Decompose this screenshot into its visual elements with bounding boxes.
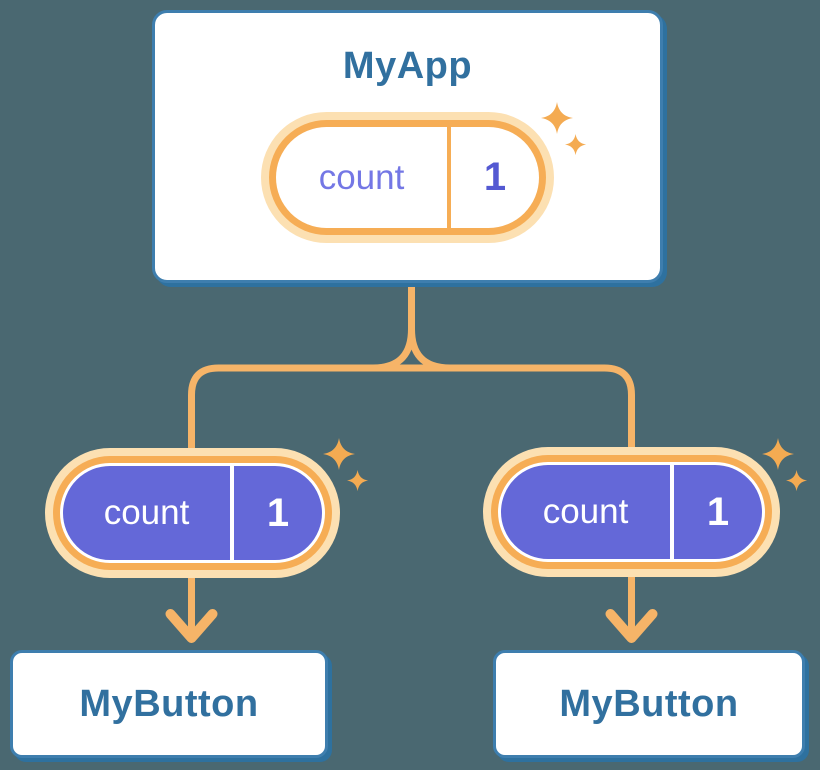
trunk-right-line xyxy=(408,284,451,372)
state-name-label: count xyxy=(318,157,405,197)
arrow-down-icon xyxy=(165,609,218,643)
child-component-title: MyButton xyxy=(79,682,259,725)
state-value: 1 xyxy=(266,490,290,535)
sparkle-icon xyxy=(541,102,587,156)
root-state-pill: count 1 xyxy=(261,112,554,243)
pill-divider xyxy=(447,127,451,228)
pill-ring: count 1 xyxy=(491,455,772,569)
pill-body: count 1 xyxy=(60,463,325,563)
root-component-title: MyApp xyxy=(342,45,473,87)
pill-body: count 1 xyxy=(276,127,539,228)
left-child-state-pill: count 1 xyxy=(45,448,340,578)
left-child-component-card: MyButton xyxy=(10,650,328,758)
pill-divider xyxy=(670,465,674,559)
branch-rail-line xyxy=(188,364,635,634)
state-value: 1 xyxy=(706,489,730,534)
sparkle-icon xyxy=(323,438,369,492)
sparkle-icon xyxy=(762,438,808,492)
state-name-label: count xyxy=(103,493,190,532)
root-component-card: MyApp count 1 xyxy=(152,10,663,283)
state-value: 1 xyxy=(483,155,507,199)
right-child-state-pill: count 1 xyxy=(483,447,780,577)
trunk-left-line xyxy=(372,284,415,372)
pill-body: count 1 xyxy=(498,462,765,562)
state-name-label: count xyxy=(542,492,629,531)
pill-ring: count 1 xyxy=(269,120,546,235)
child-component-title: MyButton xyxy=(559,682,739,725)
right-child-component-card: MyButton xyxy=(493,650,805,758)
pill-ring: count 1 xyxy=(53,456,332,570)
pill-divider xyxy=(230,466,234,560)
arrow-down-icon xyxy=(605,609,658,643)
